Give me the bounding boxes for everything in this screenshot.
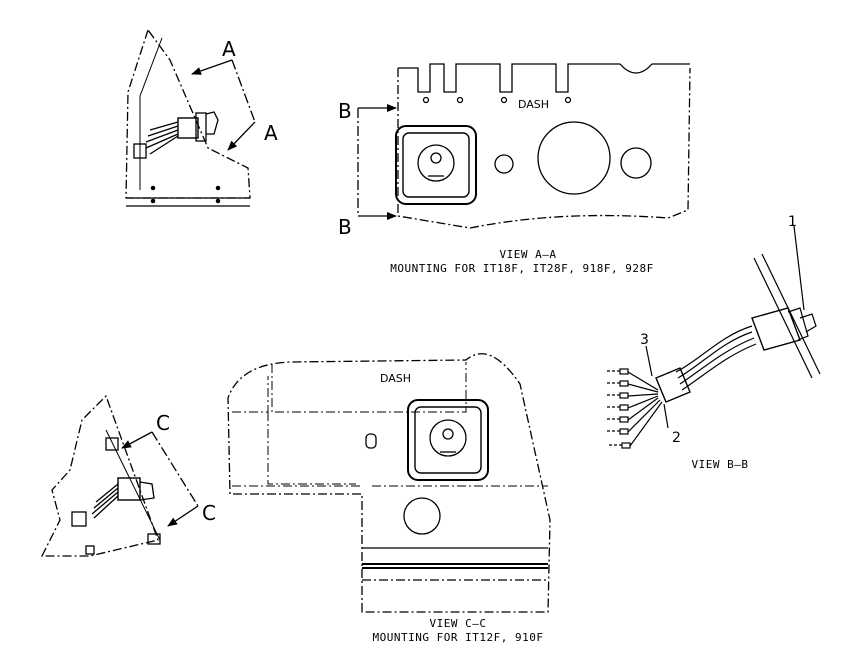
view-a-subtitle: MOUNTING FOR IT18F, IT28F, 918F, 928F [390, 262, 654, 275]
side-view-a [125, 28, 256, 207]
view-a-dash-label: DASH [518, 98, 549, 111]
side-view-c [40, 394, 199, 557]
callout-3: 3 [640, 332, 649, 348]
view-b-switch-side [606, 225, 821, 449]
view-c-dash-label: DASH [380, 372, 411, 385]
section-label-b-bottom: B [338, 215, 352, 239]
view-a-dash-panel [357, 63, 691, 229]
view-c-subtitle: MOUNTING FOR IT12F, 910F [373, 631, 544, 644]
callout-1: 1 [788, 214, 797, 230]
section-label-a-bottom: A [264, 121, 278, 145]
view-a-title: VIEW A–A [500, 248, 557, 261]
callout-2: 2 [672, 430, 681, 446]
view-c-title: VIEW C–C [430, 617, 487, 630]
view-b-title: VIEW B–B [692, 458, 749, 471]
section-label-a-top: A [222, 37, 236, 61]
section-label-c-bottom: C [202, 501, 216, 525]
section-label-c-top: C [156, 411, 170, 435]
view-c-dash-panel [227, 353, 551, 613]
section-label-b-top: B [338, 99, 352, 123]
